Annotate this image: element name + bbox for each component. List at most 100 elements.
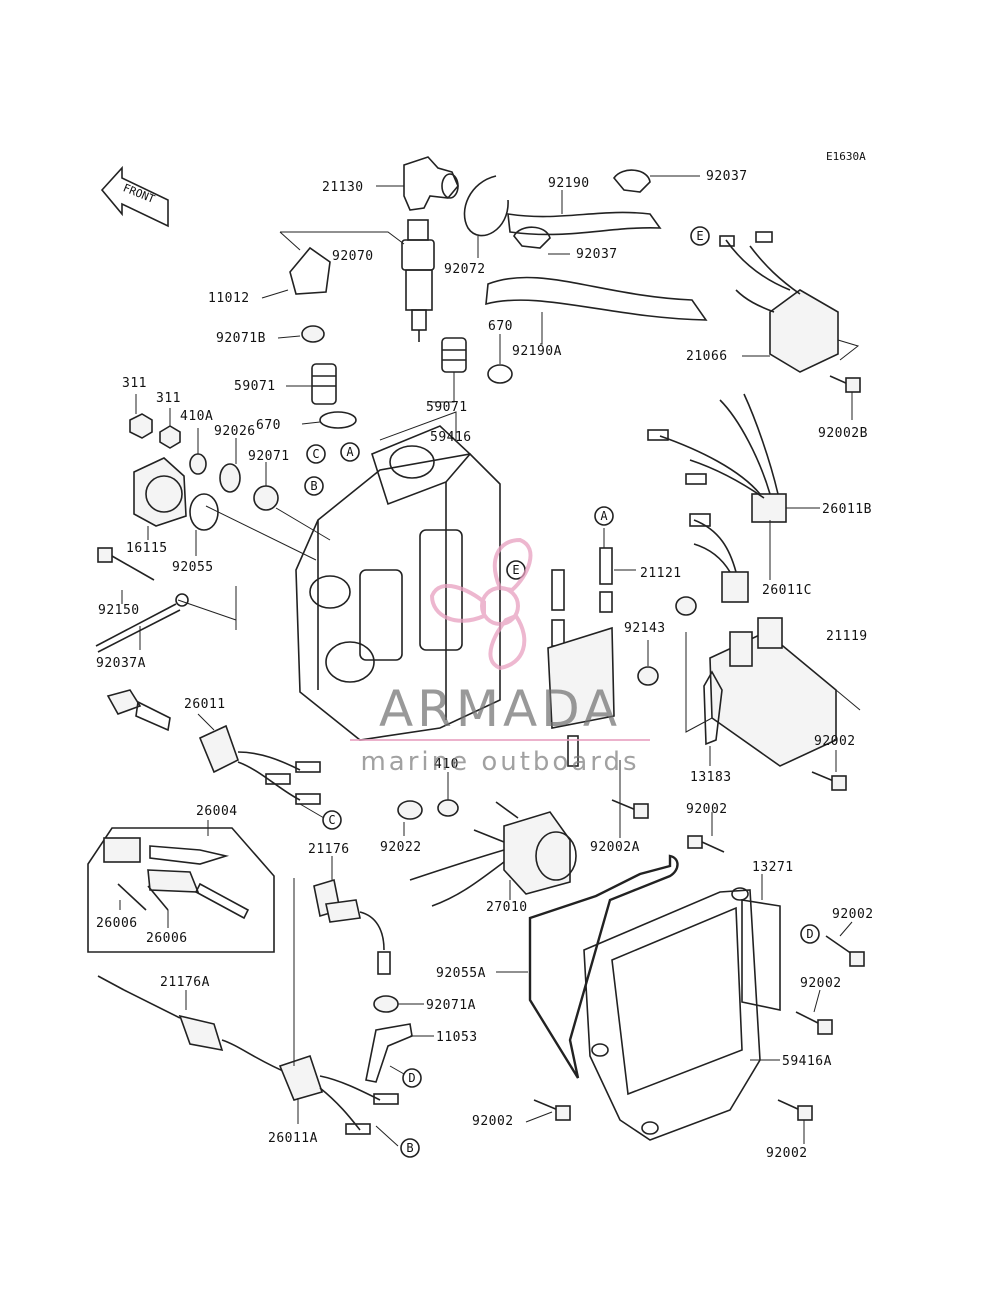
label-59416A: 59416A [782,1054,832,1069]
bolt-92150 [97,547,155,581]
washer-410 [437,799,459,817]
label-26004: 26004 [196,804,238,819]
label-92190: 92190 [548,176,590,191]
bracket-13183 [703,670,723,746]
callout-D-lower: D [402,1068,422,1088]
label-26011B: 26011B [822,502,872,517]
label-92002B: 92002B [818,426,868,441]
bracket-13271 [741,899,781,1011]
label-59071-left: 59071 [234,379,276,394]
label-21119: 21119 [826,629,868,644]
collar-92143-lower [637,666,659,686]
kit-26004-box [87,827,275,953]
callout-D-right: D [800,924,820,944]
relay-27010 [409,801,577,907]
part-number-labels: 21130 92190 92037 92070 92072 92037 1101… [96,169,873,1161]
label-59071-right: 59071 [426,400,468,415]
label-92037-lower: 92037 [576,247,618,262]
watermark: ARMADA marine outboards [350,537,650,777]
svg-text:B: B [310,479,317,493]
connector-26011C [689,513,749,603]
o-ring-670-upper [487,364,513,384]
callout-C-sensor: C [322,810,342,830]
label-92150: 92150 [98,603,140,618]
propeller-logo-icon [429,537,533,671]
spark-plug [401,219,435,342]
bolt-92002-right-1 [825,935,865,967]
front-label: FRONT [121,181,157,206]
label-92072: 92072 [444,262,486,277]
label-21066: 21066 [686,349,728,364]
fitting-59071-right [441,337,467,373]
label-13271: 13271 [752,860,794,875]
label-92055A: 92055A [436,966,486,981]
label-92037A: 92037A [96,656,146,671]
label-92002-bottom-left: 92002 [472,1114,514,1129]
nut-311-right [159,425,181,449]
label-21176: 21176 [308,842,350,857]
sensor-26011 [106,689,321,805]
bolt-92002b [829,375,861,393]
label-21130: 21130 [322,180,364,195]
label-11053: 11053 [436,1030,478,1045]
label-92002-igniter: 92002 [814,734,856,749]
ignition-coil-21121 [547,547,615,767]
bolt-92002A [611,799,649,819]
electric-case-59416 [295,425,501,741]
hose-92190A [485,276,708,321]
bracket-11053 [365,1023,413,1083]
front-arrow-icon: FRONT [100,165,169,228]
callout-A-upper: A [340,442,360,462]
bolt-92002-igniter [811,771,847,791]
label-16115: 16115 [126,541,168,556]
bolt-92002-center [687,835,725,853]
washer-92022 [397,800,423,820]
washer-92026 [219,463,241,493]
regulator-21066 [719,231,839,373]
label-21121: 21121 [640,566,682,581]
label-92022: 92022 [380,840,422,855]
bolt-92002-bottom-left [533,1099,571,1121]
label-92070: 92070 [332,249,374,264]
label-92071: 92071 [248,449,290,464]
label-92002-center: 92002 [686,802,728,817]
o-ring-670-left [319,411,357,429]
label-311-left: 311 [122,376,147,391]
label-92190A: 92190A [512,344,562,359]
svg-text:C: C [312,447,319,461]
label-26011: 26011 [184,697,226,712]
svg-text:E: E [696,229,703,243]
o-ring-92055 [189,493,219,531]
label-11012: 11012 [208,291,250,306]
label-27010: 27010 [486,900,528,915]
label-92037-upper: 92037 [706,169,748,184]
svg-text:C: C [328,813,335,827]
svg-text:D: D [806,927,813,941]
svg-text:A: A [600,509,608,523]
label-92002A: 92002A [590,840,640,855]
drawing-code: E1630A [826,150,866,163]
label-26006-left: 26006 [96,916,138,931]
callout-B-lower: B [400,1138,420,1158]
callout-B-upper: B [304,476,324,496]
label-92071B: 92071B [216,331,266,346]
cap-16115 [133,457,187,527]
bolt-92002-right-2 [795,1011,833,1035]
label-92143: 92143 [624,621,666,636]
clip-92037-upper [613,169,651,193]
label-92002-bottom-right: 92002 [766,1146,808,1161]
label-21176A: 21176A [160,975,210,990]
clip-92037-lower [513,226,551,249]
label-670-upper: 670 [488,319,513,334]
label-410A: 410A [180,409,213,424]
label-92026: 92026 [214,424,256,439]
label-670-left: 670 [256,418,281,433]
label-92071A: 92071A [426,998,476,1013]
collar-92143-upper [675,596,697,616]
label-311-right: 311 [156,391,181,406]
label-26011C: 26011C [762,583,812,598]
svg-text:D: D [408,1071,415,1085]
label-92002-right-2: 92002 [800,976,842,991]
sensor-21176 [313,878,391,975]
